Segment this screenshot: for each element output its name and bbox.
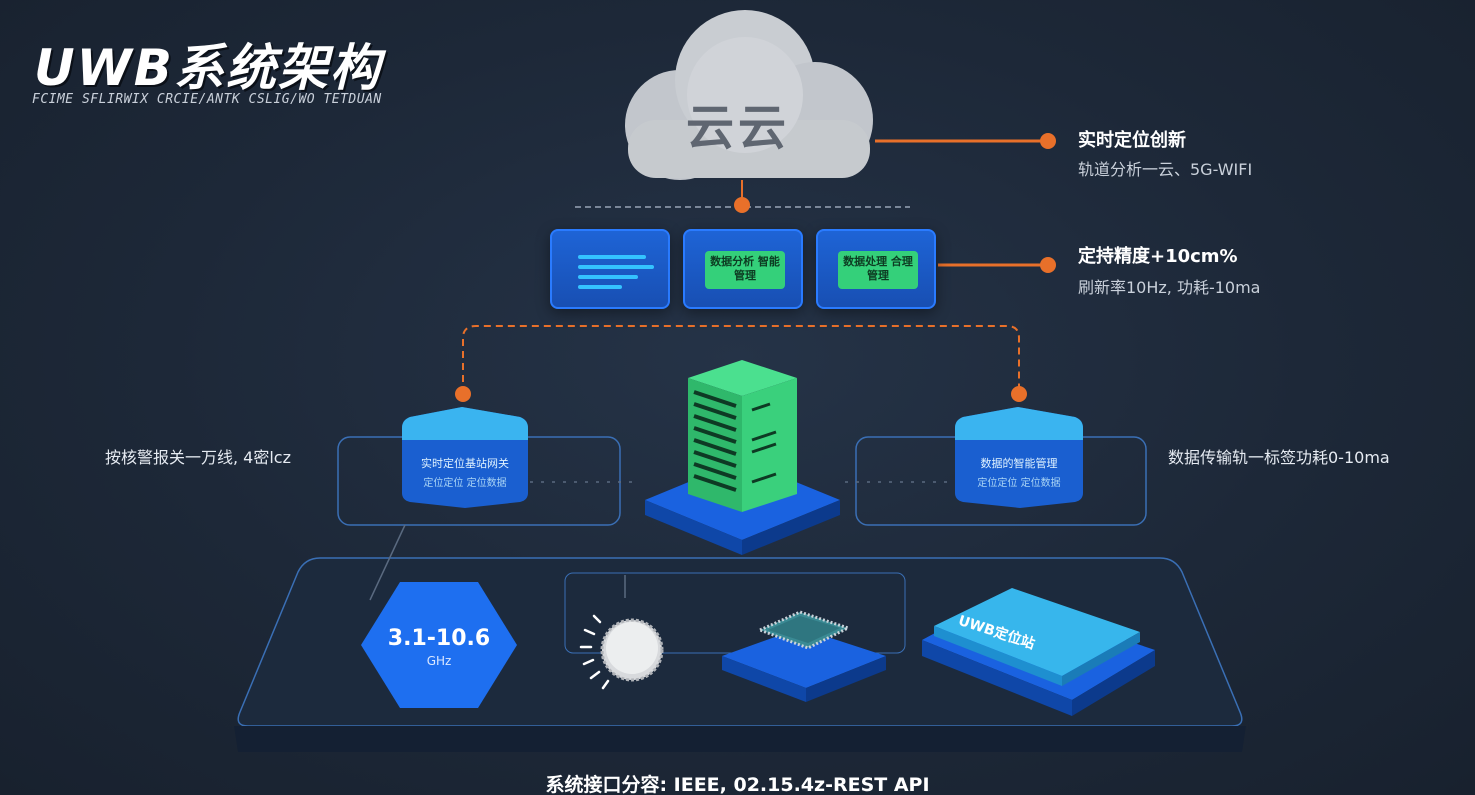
gateway-right-dot	[1011, 386, 1027, 402]
note-middle-sub: 刷新率10Hz, 功耗-10ma	[1078, 278, 1261, 297]
left-side-label: 按核警报关一万线, 4密lcz	[105, 448, 291, 467]
right-gateway-label: 数据的智能管理	[980, 457, 1058, 470]
service-box-list[interactable]	[550, 229, 670, 309]
left-gateway-sublabel: 定位定位 定位数据	[423, 478, 507, 489]
right-side-label: 数据传输轨一标签功耗0-10ma	[1168, 448, 1390, 467]
server-base-right	[742, 500, 840, 555]
cloud-shape	[625, 10, 873, 180]
server-indicators	[751, 402, 777, 484]
cloud-note-dot	[1040, 133, 1056, 149]
left-gateway	[402, 407, 528, 508]
note-top-title: 实时定位创新	[1078, 130, 1186, 151]
frequency-hexagon	[361, 582, 517, 708]
cloud-dot	[734, 197, 750, 213]
service-label-analysis: 数据分析 智能管理	[705, 251, 785, 289]
service-box-processing[interactable]: 数据处理 合理管理	[816, 229, 936, 309]
cloud-label: 云云	[685, 100, 790, 156]
gateway-left-dot	[455, 386, 471, 402]
server-slots	[693, 390, 737, 492]
chip-module	[722, 610, 886, 702]
right-gateway-sublabel: 定位定位 定位数据	[977, 478, 1061, 489]
note-middle-title: 定持精度+10cm%	[1078, 246, 1238, 267]
list-line	[578, 275, 638, 279]
right-gateway	[955, 407, 1083, 508]
uwb-board	[922, 588, 1155, 716]
frequency-unit: GHz	[426, 654, 452, 668]
gateway-bracket	[462, 325, 1020, 394]
tag-sensor	[579, 614, 664, 690]
server-base-left	[645, 500, 742, 555]
server-top	[688, 360, 797, 396]
bottom-platform-edge	[234, 726, 1246, 752]
services-note-dot	[1040, 257, 1056, 273]
left-gateway-label: 实时定位基站网关	[421, 457, 509, 470]
page-title: UWB系统架构	[34, 39, 382, 97]
note-top-sub: 轨道分析一云、5G-WIFI	[1078, 160, 1253, 179]
service-box-analysis[interactable]: 数据分析 智能管理	[683, 229, 803, 309]
link-hex	[369, 524, 406, 601]
footer-interface-text: 系统接口分容: IEEE, 02.15.4z-REST API	[545, 774, 930, 795]
frequency-label: 3.1-10.6	[387, 626, 491, 651]
list-line	[578, 285, 622, 289]
list-line	[578, 255, 646, 259]
page-subtitle: FCIME SFLIRWIX CRCIE/ANTK CSLIG/WO TETDU…	[32, 92, 382, 107]
service-label-processing: 数据处理 合理管理	[838, 251, 918, 289]
list-line	[578, 265, 654, 269]
